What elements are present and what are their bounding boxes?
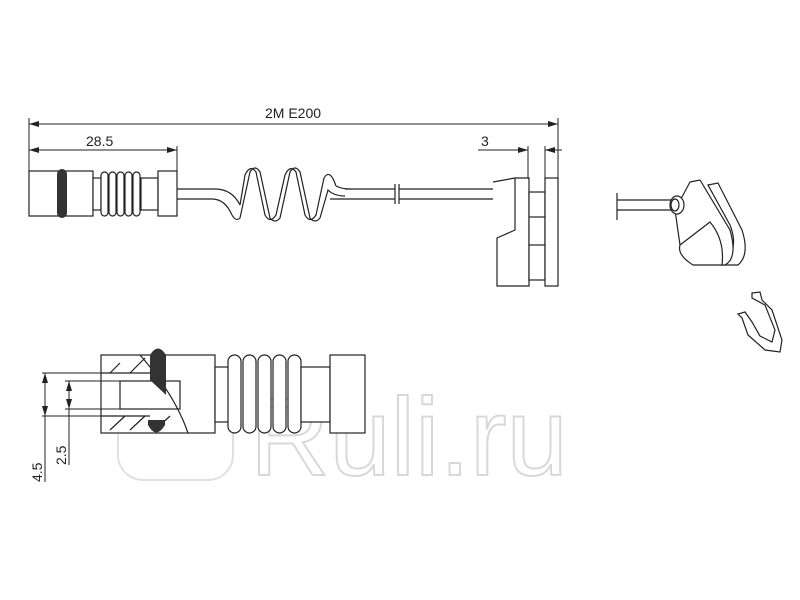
pad-gap-dimension: 3 bbox=[478, 133, 562, 178]
connector-side-view bbox=[28, 169, 178, 218]
sensor-perspective-view bbox=[616, 179, 746, 266]
connector-top-view bbox=[100, 348, 366, 434]
pad-gap-label: 3 bbox=[481, 133, 489, 149]
outer-diameter-label: 4.5 bbox=[29, 462, 45, 482]
cable bbox=[177, 167, 493, 222]
connector-length-label: 28.5 bbox=[86, 133, 113, 149]
retaining-clip bbox=[736, 291, 783, 353]
sensor-head-side-view bbox=[492, 177, 559, 287]
diameter-dimensions: 4.5 2.5 bbox=[29, 372, 120, 482]
overall-length-label: 2M E200 bbox=[265, 105, 321, 121]
inner-diameter-label: 2.5 bbox=[53, 445, 69, 465]
connector-length-dimension: 28.5 bbox=[29, 133, 178, 171]
